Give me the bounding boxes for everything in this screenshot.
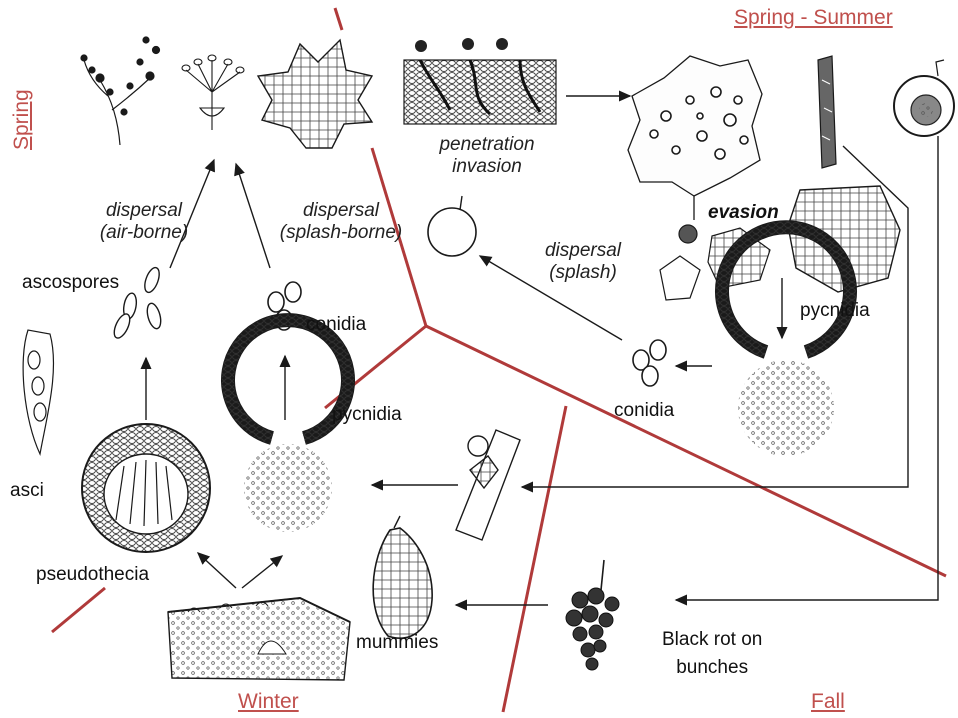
divider-winter-lower — [52, 588, 105, 632]
label-mummies: mummies — [356, 632, 438, 654]
penetration-tissue-illustration — [404, 38, 556, 124]
label-conidia-right: conidia — [614, 400, 674, 422]
pycnidium-left-illustration — [228, 320, 348, 532]
season-winter: Winter — [238, 690, 299, 714]
label-penetration-invasion: penetration invasion — [420, 134, 554, 178]
stem-lesion-illustration — [818, 56, 836, 168]
berry-illustration — [428, 196, 476, 256]
pseudothecium-illustration — [82, 424, 210, 552]
flower-cluster-illustration — [81, 37, 160, 145]
arrow-mummy-to-pseudothecia — [198, 553, 236, 588]
label-evasion: evasion — [708, 202, 779, 224]
grape-leaf-illustration — [258, 40, 372, 148]
label-pycnidia-left: pycnidia — [332, 404, 402, 426]
label-conidia-left: conidia — [306, 314, 366, 336]
leaf-litter-illustration — [168, 598, 350, 680]
asci-illustration — [23, 330, 53, 454]
black-rot-bunch-illustration — [566, 560, 619, 670]
label-black-rot-on-bunches: Black rot on bunches — [662, 626, 762, 682]
label-asci: asci — [10, 480, 44, 502]
label-pseudothecia: pseudothecia — [36, 564, 149, 586]
label-ascospores: ascospores — [22, 272, 119, 294]
infected-leaf-illustration — [628, 56, 762, 220]
divider-top — [335, 8, 342, 30]
conidia-spores-right — [633, 340, 666, 386]
mummy-berry-illustration — [373, 516, 432, 638]
flower-illustration — [182, 55, 244, 130]
arrow-mummy-to-pycnidia — [242, 556, 282, 588]
label-dispersal-splash-borne: dispersal (splash-borne) — [262, 200, 420, 244]
season-fall: Fall — [811, 690, 845, 714]
infected-berry-illustration — [894, 60, 954, 136]
label-dispersal-air-borne: dispersal (air-borne) — [76, 200, 212, 244]
label-pycnidia-right: pycnidia — [800, 300, 870, 322]
infected-shoot-illustration — [456, 430, 520, 540]
season-spring: Spring — [10, 89, 34, 150]
label-dispersal-splash: dispersal (splash) — [532, 240, 634, 284]
season-spring-summer: Spring - Summer — [734, 6, 893, 30]
